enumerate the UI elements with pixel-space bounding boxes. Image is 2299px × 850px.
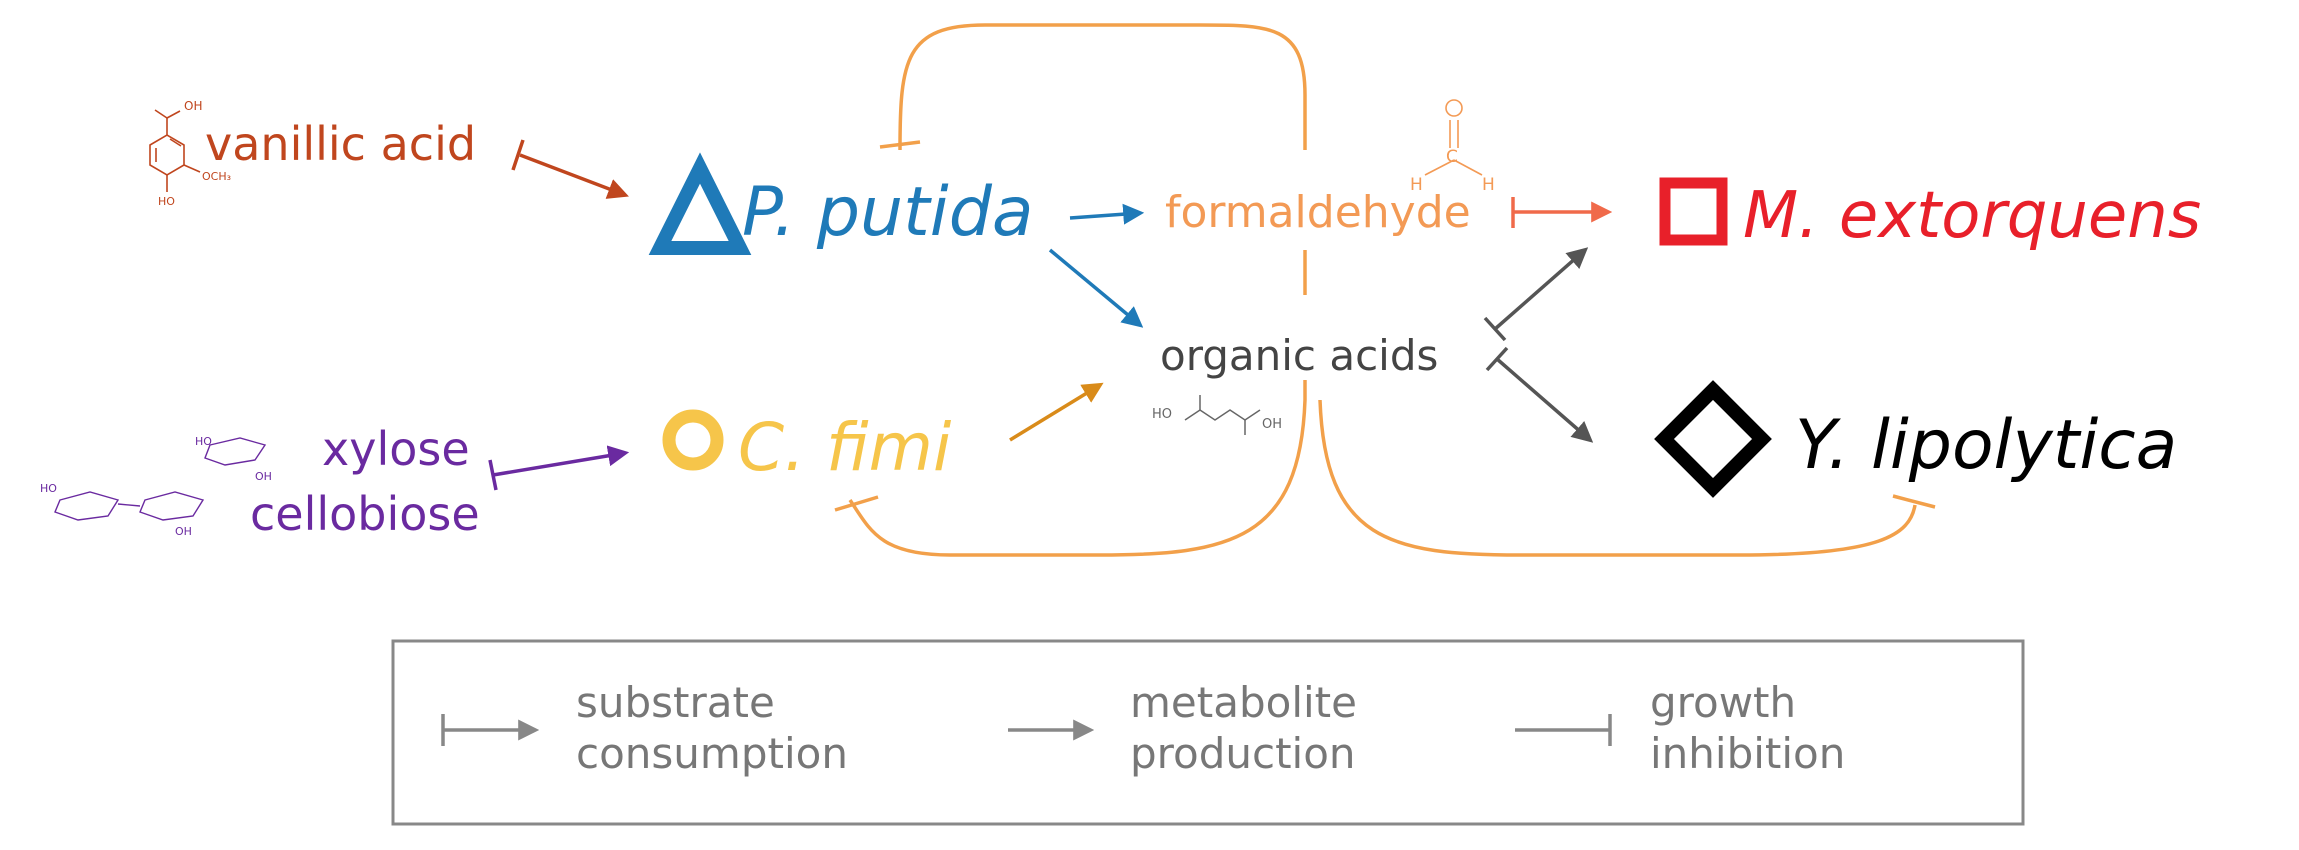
vanillic-acid-label: vanillic acid (205, 117, 476, 171)
legend-substrate-line2: consumption (576, 729, 848, 778)
vanillic-och3-label: OCH₃ (202, 170, 231, 183)
cellobiose-label: cellobiose (250, 487, 480, 541)
inhibition-bar-putida (879, 140, 921, 149)
legend-box (391, 639, 2025, 826)
sugar-oh1-label: OH (255, 470, 272, 483)
sugar-oh2-label: OH (175, 525, 192, 538)
legend-growth-line1: growth (1650, 678, 1796, 727)
organic-acids-label: organic acids (1160, 331, 1438, 380)
vanillic-cooh-label: OH (184, 99, 202, 113)
legend-substrate-line1: substrate (576, 678, 775, 727)
formaldehyde-label: formaldehyde (1165, 187, 1471, 238)
succinic-oh-label: OH (1262, 417, 1282, 432)
extorquens-label: M. extorquens (1743, 179, 2201, 253)
putida-to-organic-arrow (1048, 248, 1144, 328)
fimi-circle-icon (662, 409, 724, 471)
extorquens-square-icon (1659, 177, 1728, 246)
succinic-acid-structure (1184, 395, 1261, 435)
inhibition-organic-lipolytica (1318, 399, 1917, 557)
inhibition-organic-fimi (848, 399, 1307, 557)
fimi-to-organic-arrow (1009, 382, 1104, 442)
legend-metabolite-line2: production (1130, 729, 1356, 778)
fimi-label: C. fimi (738, 409, 952, 486)
sugar-structures (54, 437, 267, 521)
formaldehyde-h2-label: H (1482, 175, 1495, 195)
formaldehyde-structure (1424, 99, 1483, 176)
legend-growth-line2: inhibition (1650, 729, 1845, 778)
sugar-ho2-label: HO (40, 482, 57, 495)
inhibition-formaldehyde-putida (898, 23, 1307, 151)
lipolytica-diamond-icon (1654, 380, 1772, 498)
sugar-consumption-arrow (492, 445, 630, 477)
legend-metabolite-line1: metabolite (1130, 678, 1357, 727)
formaldehyde-c-label: C (1446, 147, 1458, 167)
sugar-ho1-label: HO (195, 435, 212, 448)
putida-to-formaldehyde-arrow (1069, 203, 1145, 225)
lipolytica-label: Y. lipolytica (1795, 406, 2177, 485)
organic-to-extorquens-arrow (1493, 247, 1589, 331)
putida-label: P. putida (742, 173, 1034, 252)
inhibition-bar-lipolytica (1892, 494, 1936, 509)
putida-triangle-icon (648, 152, 752, 255)
organic-to-lipolytica-arrow (1495, 357, 1594, 443)
vanillic-consumption-bar (511, 139, 525, 171)
xylose-label: xylose (322, 422, 470, 476)
inhibition-bar-fimi (834, 495, 879, 512)
vanillic-acid-structure (149, 109, 201, 192)
inhibition-loops (834, 23, 1936, 557)
vanillic-ho-label: HO (158, 195, 175, 208)
vanillic-consumption-arrow (519, 153, 629, 199)
legend: substrate consumption metabolite product… (391, 639, 2025, 826)
succinic-ho-label: HO (1152, 407, 1172, 422)
formaldehyde-h1-label: H (1410, 175, 1423, 195)
